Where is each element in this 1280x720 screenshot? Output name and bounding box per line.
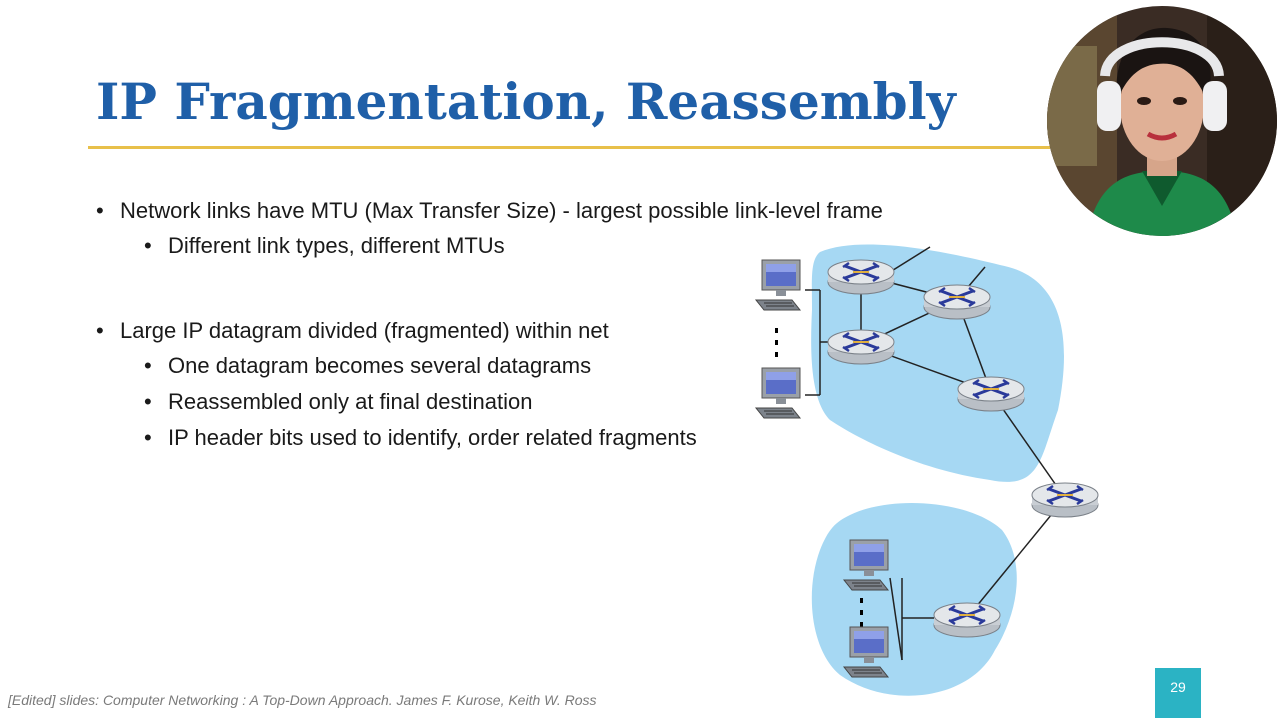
router-icon: [1030, 481, 1100, 519]
bullet-item: • Network links have MTU (Max Transfer S…: [96, 198, 883, 224]
bullet-item: • One datagram becomes several datagrams: [144, 353, 592, 379]
page-number-badge: 29: [1155, 668, 1201, 718]
network-cloud-upper: [811, 244, 1064, 482]
desktop-computer-icon: [843, 539, 889, 591]
router-icon: [922, 283, 992, 321]
title-underline: [88, 146, 1050, 149]
ellipsis-dots: [775, 328, 863, 627]
bullet-marker: •: [144, 353, 152, 378]
bullet-text: Reassembled only at final destination: [168, 389, 533, 414]
slide-title: IP Fragmentation, Reassembly: [96, 72, 956, 131]
desktop-computer-icon: [843, 626, 889, 678]
router-icon: [956, 375, 1026, 413]
network-diagram: [755, 244, 1100, 696]
network-cloud-lower: [811, 503, 1017, 696]
desktop-computer-icon: [755, 259, 801, 311]
bullet-marker: •: [144, 425, 152, 450]
bullet-marker: •: [144, 389, 152, 414]
bullet-item: • Different link types, different MTUs: [144, 233, 505, 259]
bullet-text: Network links have MTU (Max Transfer Siz…: [120, 198, 883, 223]
slide-footer-citation: [Edited] slides: Computer Networking : A…: [8, 692, 597, 708]
bullet-item: • Large IP datagram divided (fragmented)…: [96, 318, 609, 344]
bullet-text: One datagram becomes several datagrams: [168, 353, 592, 378]
bullet-item: • IP header bits used to identify, order…: [144, 425, 697, 451]
presenter-webcam: [1047, 6, 1277, 236]
bullet-item: • Reassembled only at final destination: [144, 389, 533, 415]
bullet-marker: •: [144, 233, 152, 258]
router-icon: [826, 258, 896, 296]
router-icon: [826, 328, 896, 366]
bullet-text: IP header bits used to identify, order r…: [168, 425, 697, 450]
router-icon: [932, 601, 1002, 639]
bullet-marker: •: [96, 198, 104, 223]
bullet-text: Different link types, different MTUs: [168, 233, 505, 258]
bullet-text: Large IP datagram divided (fragmented) w…: [120, 318, 609, 343]
desktop-computer-icon: [755, 367, 801, 419]
bullet-marker: •: [96, 318, 104, 343]
